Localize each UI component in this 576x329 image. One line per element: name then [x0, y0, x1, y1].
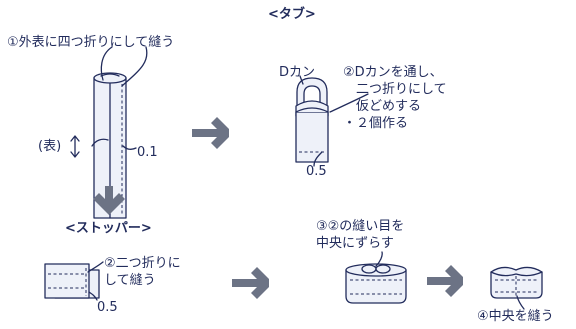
folded-tab-strip [91, 46, 148, 219]
right-arrow-icon [427, 265, 463, 297]
tab-step2-label: ②Dカンを通し、 二つ折りにして 仮どめする ・２個作る [343, 65, 447, 131]
tab-section-heading: <タブ> [268, 7, 316, 22]
stopper-folded [44, 261, 104, 301]
tab-step2-seam: 0.5 [306, 164, 327, 179]
d-ring-tab [295, 75, 369, 167]
stopper-section-heading: <ストッパー> [65, 221, 152, 236]
double-arrow-icon [70, 135, 80, 158]
stopper-step3-label: ③②の縫い目を 中央にずらす [316, 219, 405, 251]
down-arrow-icon [93, 186, 125, 215]
stopper-step4-label: ④中央を縫う [477, 309, 554, 324]
front-side-label: (表) [38, 139, 62, 154]
right-arrow-icon [192, 117, 229, 149]
tab-seam-allowance: 0.1 [137, 145, 158, 160]
tab-step1-label: ①外表に四つ折りにして縫う [7, 35, 175, 50]
stopper-sewn [490, 266, 543, 310]
right-arrow-icon [232, 267, 269, 299]
stopper-step2-label: ②二つ折りに して縫う [104, 256, 181, 288]
stopper-loop [345, 251, 407, 304]
stopper-seam-allowance: 0.5 [97, 300, 118, 315]
d-ring-label: Dカン [279, 65, 316, 80]
